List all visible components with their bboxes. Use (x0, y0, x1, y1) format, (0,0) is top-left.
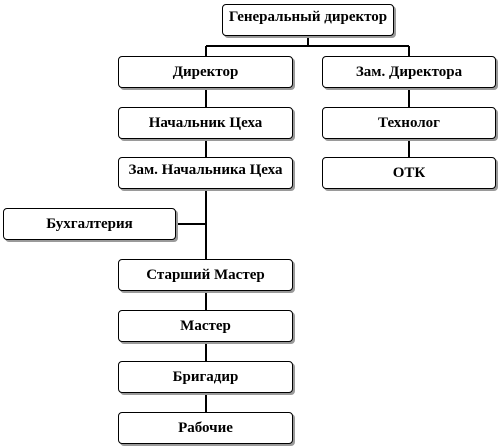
node-deputy-shop-head-label: Зам. Начальника Цеха (128, 162, 283, 178)
node-technologist: Технолог (322, 107, 496, 139)
node-qc-department: ОТК (322, 157, 496, 189)
node-deputy-director-label: Зам. Директора (355, 63, 463, 80)
node-workers: Рабочие (118, 412, 293, 444)
node-general-director-label: Генеральный директор (228, 9, 388, 25)
node-senior-master-label: Старший Мастер (146, 266, 265, 283)
node-general-director: Генеральный директор (222, 4, 394, 36)
node-qc-department-label: ОТК (392, 164, 426, 181)
node-technologist-label: Технолог (378, 114, 440, 131)
node-foreman: Бригадир (118, 361, 293, 393)
node-master-label: Мастер (180, 317, 231, 334)
node-director-label: Директор (172, 63, 239, 80)
node-accounting-label: Бухгалтерия (46, 215, 133, 232)
node-director: Директор (118, 56, 293, 88)
node-senior-master: Старший Мастер (118, 259, 293, 291)
node-workers-label: Рабочие (178, 419, 233, 436)
node-foreman-label: Бригадир (172, 368, 239, 385)
node-deputy-shop-head: Зам. Начальника Цеха (118, 157, 293, 189)
node-master: Мастер (118, 310, 293, 342)
node-deputy-director: Зам. Директора (322, 56, 496, 88)
node-shop-head-label: Начальник Цеха (148, 114, 263, 131)
node-accounting: Бухгалтерия (3, 208, 176, 240)
node-shop-head: Начальник Цеха (118, 107, 293, 139)
